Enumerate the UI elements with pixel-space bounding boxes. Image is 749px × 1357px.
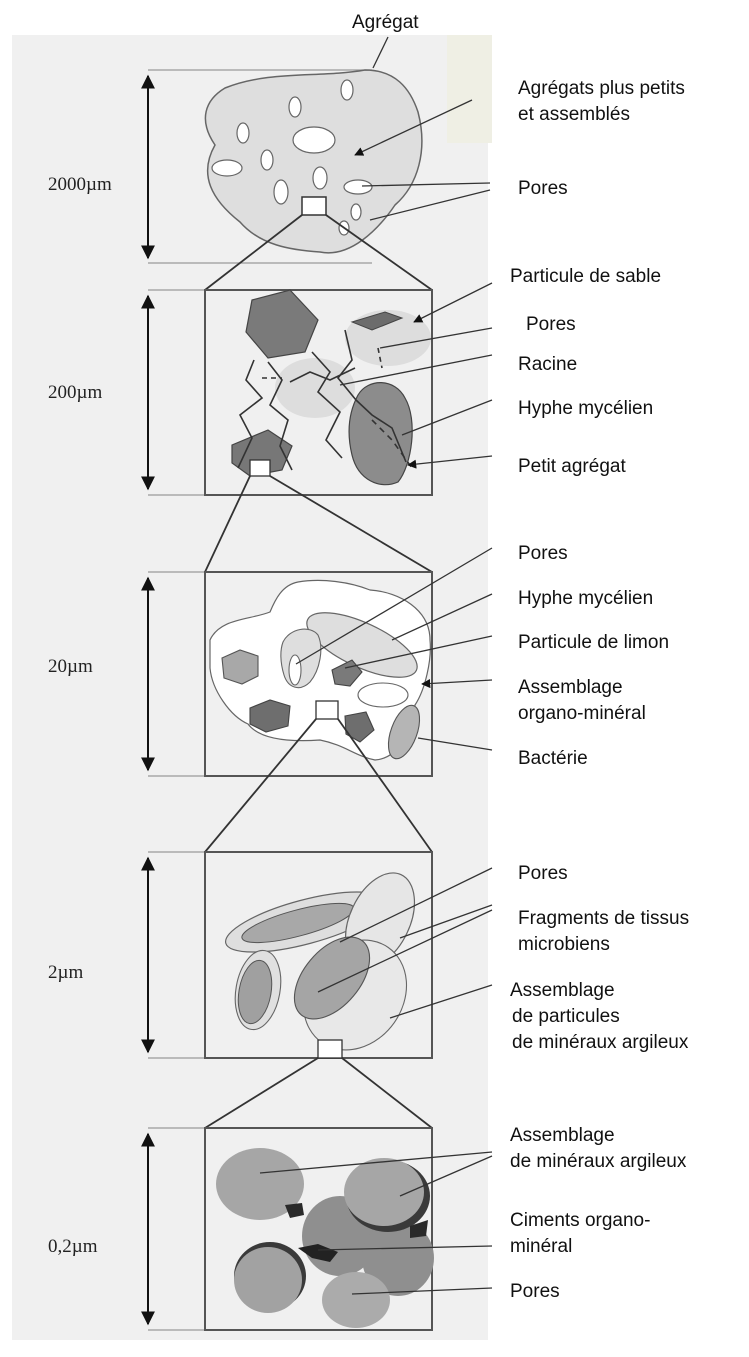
label-pores: Pores xyxy=(518,178,568,199)
small-aggregate xyxy=(349,383,412,485)
label-assembles: et assemblés xyxy=(518,104,630,125)
label-sable: Particule de sable xyxy=(510,266,661,287)
label-pores: Pores xyxy=(526,314,576,335)
scale-label: 200µm xyxy=(48,382,102,403)
label-hyphe: Hyphe mycélien xyxy=(518,398,653,419)
label-assemblage: Assemblage xyxy=(510,1125,615,1146)
zoom-window xyxy=(250,460,270,476)
label-agregats-petits: Agrégats plus petits xyxy=(518,78,685,99)
label-mineraux-argileux: de minéraux argileux xyxy=(510,1151,687,1172)
label-racine: Racine xyxy=(518,354,577,375)
label-pores: Pores xyxy=(510,1281,560,1302)
label-fragments: Fragments de tissus xyxy=(518,908,689,929)
label-ciments: Ciments organo- xyxy=(510,1210,650,1231)
label-hyphe: Hyphe mycélien xyxy=(518,588,653,609)
zoom-window xyxy=(302,197,326,215)
label-de-particules: de particules xyxy=(512,1006,620,1027)
diagram-title: Agrégat xyxy=(352,12,419,33)
label-pores: Pores xyxy=(518,863,568,884)
label-bacterie: Bactérie xyxy=(518,748,588,769)
silt-particle xyxy=(222,650,258,684)
label-assemblage: Assemblage xyxy=(510,980,615,1001)
scale-label: 0,2µm xyxy=(48,1236,98,1257)
scale-label: 2µm xyxy=(48,962,83,983)
label-pores: Pores xyxy=(518,543,568,564)
label-mineral: minéral xyxy=(510,1236,572,1257)
label-microbiens: microbiens xyxy=(518,934,610,955)
sticky-note xyxy=(447,35,492,143)
label-assemblage: Assemblage xyxy=(518,677,623,698)
label-mineraux-argileux: de minéraux argileux xyxy=(512,1032,689,1053)
label-organo-mineral: organo-minéral xyxy=(518,703,646,724)
label-petit-agregat: Petit agrégat xyxy=(518,456,626,477)
zoom-window xyxy=(318,1040,342,1058)
zoom-window xyxy=(316,701,338,719)
scale-label: 20µm xyxy=(48,656,93,677)
scale-label: 2000µm xyxy=(48,174,112,195)
label-limon: Particule de limon xyxy=(518,632,669,653)
